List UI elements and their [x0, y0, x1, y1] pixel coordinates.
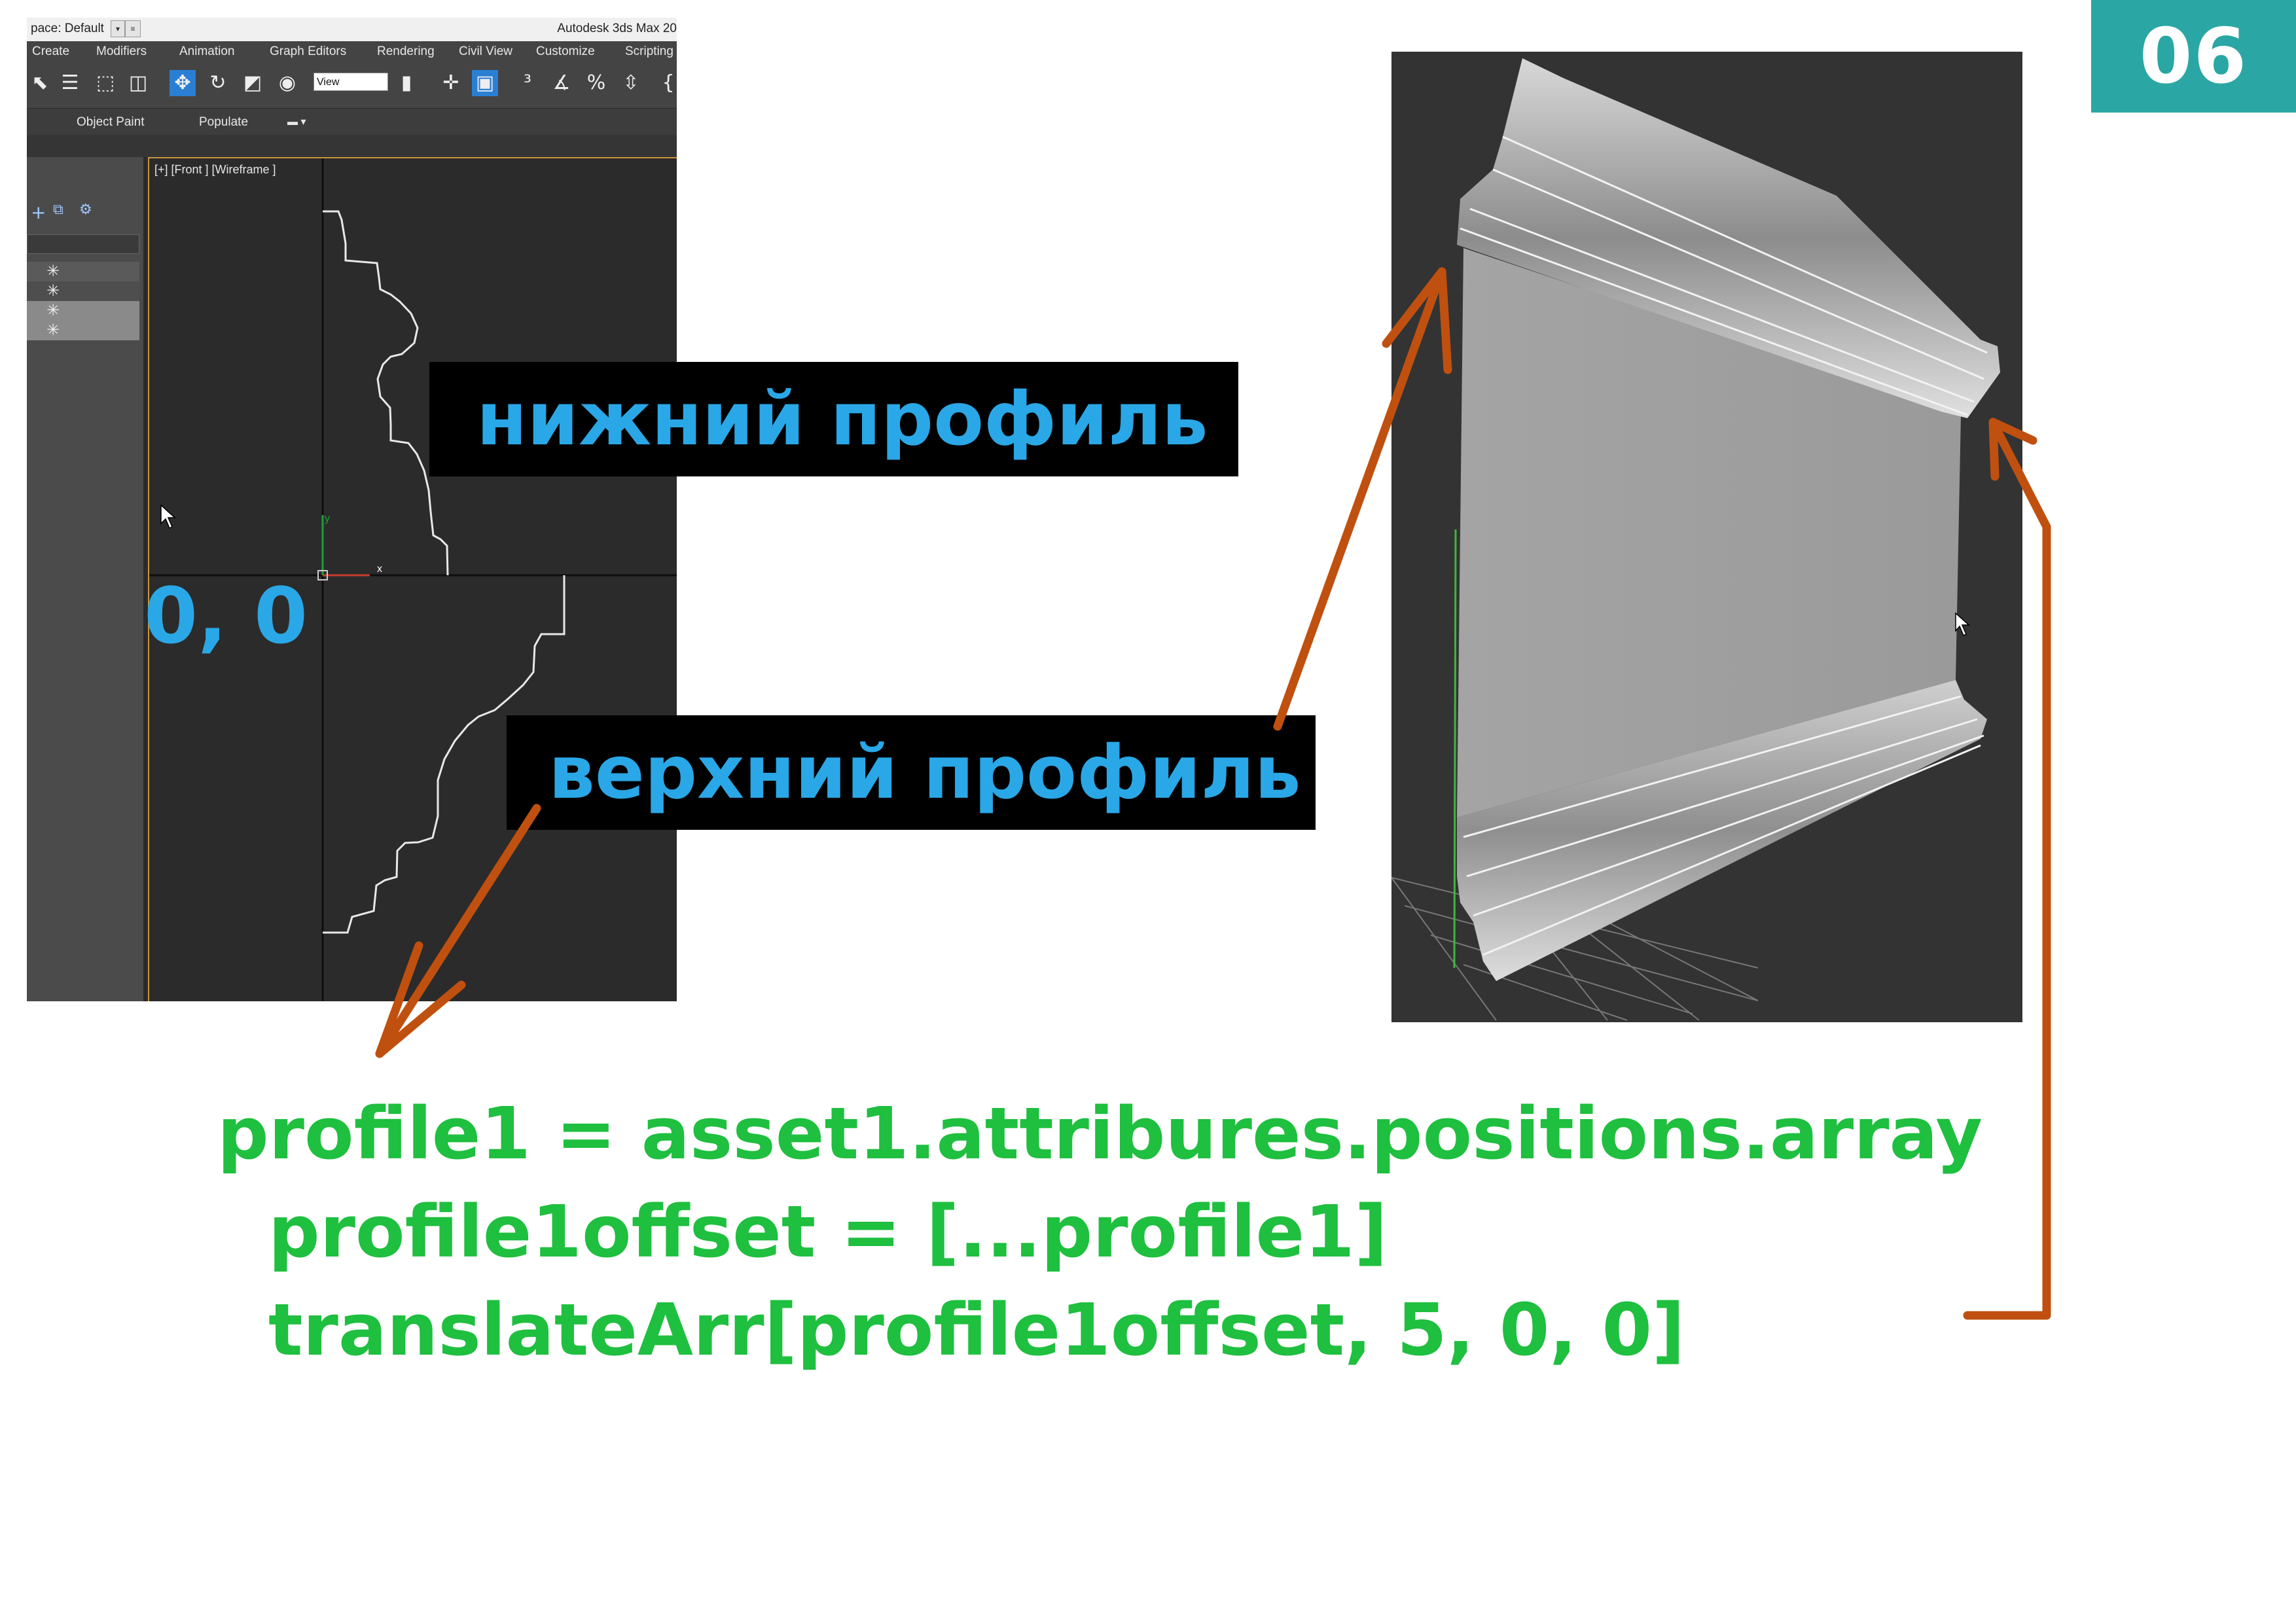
lower-profile-label: нижний профиль — [429, 362, 1238, 476]
object-icon: ✳ — [46, 281, 60, 300]
mouse-cursor-icon — [1955, 612, 1970, 637]
angle-snap-icon[interactable]: ∡ — [552, 71, 571, 94]
mouse-cursor-icon — [160, 504, 176, 529]
upper-profile-label: верхний профиль — [507, 715, 1316, 830]
viewport-label[interactable]: [+] [Front ] [Wireframe ] — [154, 163, 276, 176]
list-item[interactable]: ✳ — [27, 262, 139, 281]
ribbon-object-paint[interactable]: Object Paint — [77, 115, 145, 129]
rotate-tool-icon[interactable]: ↻ — [209, 71, 226, 94]
quick-access-menu-icon[interactable]: ≡ — [125, 20, 141, 37]
select-object-icon[interactable]: ⬉ — [31, 71, 48, 94]
select-and-manipulate-icon[interactable]: ▣ — [472, 70, 498, 96]
menu-animation[interactable]: Animation — [179, 45, 235, 58]
arrow-label-to-render — [1273, 267, 1446, 731]
code-line-2: profile1offset = [...profile1] — [268, 1190, 1388, 1274]
pivot-center-icon[interactable]: ✛ — [442, 71, 459, 94]
edit-named-selection-icon[interactable]: { — [662, 71, 675, 94]
arrow-head-render — [1382, 267, 1452, 374]
reference-coordinate-dropdown[interactable]: View — [314, 73, 388, 91]
app-title: Autodesk 3ds Max 20 — [557, 22, 677, 35]
list-item[interactable]: ✳ — [27, 321, 139, 340]
object-icon: ✳ — [46, 321, 60, 339]
object-icon: ✳ — [46, 262, 60, 280]
ribbon-populate[interactable]: Populate — [199, 115, 249, 129]
menu-civil-view[interactable]: Civil View — [459, 45, 513, 58]
code-line-1: profile1 = asset1.attribures.positions.a… — [217, 1092, 1983, 1175]
ribbon-strip — [27, 135, 677, 157]
explorer-search-input[interactable] — [27, 234, 139, 254]
menu-create[interactable]: Create — [32, 45, 70, 58]
profile-shape-bottom — [323, 575, 565, 934]
filter-icon[interactable]: ⧉ — [53, 202, 63, 218]
ribbon-options-icon[interactable]: ▬ ▾ — [287, 116, 306, 128]
render-preview — [1391, 52, 2022, 1022]
menu-bar: Create Modifiers Animation Graph Editors… — [27, 41, 677, 61]
axis-line — [1453, 529, 1457, 969]
scale-tool-icon[interactable]: ◩ — [243, 71, 262, 94]
add-icon[interactable]: + — [31, 202, 46, 223]
axis-y-label: y — [325, 513, 330, 524]
percent-snap-icon[interactable]: % — [586, 71, 606, 94]
lower-profile-text: нижний профиль — [476, 376, 1208, 462]
baseboard-molding — [1457, 680, 1987, 981]
move-tool-icon[interactable]: ✥ — [170, 70, 196, 96]
render-drawing — [1391, 58, 2000, 1021]
workspace-label[interactable]: pace: Default — [31, 22, 104, 35]
menu-customize[interactable]: Customize — [536, 45, 595, 58]
rect-selection-icon[interactable]: ⬚ — [96, 71, 115, 94]
arrow-head-bracket — [1988, 418, 2037, 481]
origin-label: 0, 0 — [144, 571, 308, 661]
profile-shape-top — [323, 210, 449, 576]
settings-icon[interactable]: ⚙ — [79, 202, 92, 218]
list-item[interactable]: ✳ — [27, 281, 139, 301]
max-screenshot: pace: Default ▾ ≡ Autodesk 3ds Max 20 Cr… — [27, 18, 677, 1001]
select-by-name-icon[interactable]: ☰ — [61, 71, 79, 94]
scene-explorer-panel: + ⧉ ⚙ ✳ ✳ ✳ ✳ — [27, 157, 143, 1001]
menu-rendering[interactable]: Rendering — [377, 45, 435, 58]
arrow-head-code — [375, 941, 466, 1058]
front-viewport[interactable] — [148, 157, 677, 1001]
axis-x-label: x — [377, 563, 382, 575]
list-item[interactable]: ✳ — [27, 301, 139, 321]
code-line-3: translateArr[profile1offset, 5, 0, 0] — [268, 1288, 1685, 1372]
object-icon: ✳ — [46, 301, 60, 319]
main-toolbar: ⬉ ☰ ⬚ ◫ ✥ ↻ ◩ ◉ View ▮ ✛ ▣ ³ ∡ % ⇳ { — [27, 61, 677, 109]
ribbon-bar: Object Paint Populate ▬ ▾ — [27, 109, 677, 135]
page-number-badge: 06 — [2091, 0, 2296, 113]
menu-graph-editors[interactable]: Graph Editors — [270, 45, 347, 58]
arrow-upper-to-code — [375, 804, 541, 1058]
upper-profile-text: верхний профиль — [548, 730, 1301, 815]
baseboard-highlights — [1463, 695, 1984, 956]
window-crossing-icon[interactable]: ◫ — [128, 71, 148, 94]
wall-panel — [1457, 248, 1961, 817]
workspace-dropdown-icon[interactable]: ▾ — [111, 20, 125, 37]
named-selection-icon[interactable]: ▮ — [401, 71, 412, 94]
viewport-wireframe: y x — [149, 158, 677, 1001]
arrow-bracket — [1963, 418, 2051, 1320]
place-tool-icon[interactable]: ◉ — [278, 71, 296, 94]
menu-modifiers[interactable]: Modifiers — [96, 45, 147, 58]
menu-scripting[interactable]: Scripting — [625, 45, 673, 58]
cornice-highlights — [1460, 135, 1988, 416]
spinner-snap-icon[interactable]: ⇳ — [622, 71, 639, 94]
pivot-icon — [317, 570, 328, 580]
title-bar: pace: Default ▾ ≡ Autodesk 3ds Max 20 — [27, 18, 677, 41]
snap-toggle-icon[interactable]: ³ — [523, 71, 532, 94]
